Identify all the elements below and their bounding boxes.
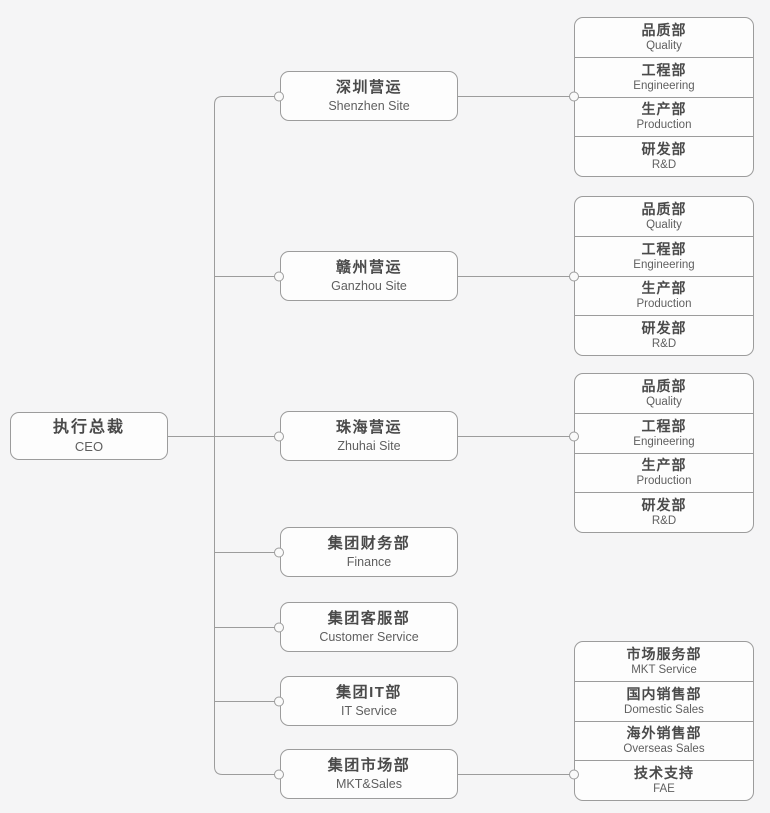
node-title: 珠海营运 <box>335 419 402 436</box>
node-title: 执行总裁 <box>52 419 125 436</box>
dept-title: 生产部 <box>641 101 687 118</box>
dept-title: 工程部 <box>641 240 687 257</box>
node-ceo[interactable]: 执行总裁 CEO <box>10 412 168 460</box>
node-subtitle: Customer Service <box>319 630 419 644</box>
dept-engineering[interactable]: 工程部 Engineering <box>575 412 753 453</box>
dept-title: 工程部 <box>641 417 687 434</box>
node-title: 集团IT部 <box>336 684 402 701</box>
dept-rnd[interactable]: 研发部 R&D <box>575 492 753 532</box>
dept-rnd[interactable]: 研发部 R&D <box>575 315 753 355</box>
dept-title: 研发部 <box>641 141 687 158</box>
node-title: 集团市场部 <box>327 757 411 774</box>
dept-subtitle: Overseas Sales <box>623 743 705 756</box>
dept-title: 生产部 <box>641 280 687 297</box>
node-mkt-sales[interactable]: 集团市场部 MKT&Sales <box>280 749 458 799</box>
dept-title: 研发部 <box>641 320 687 337</box>
dept-title: 技术支持 <box>634 765 694 782</box>
dept-subtitle: R&D <box>651 515 677 528</box>
dept-subtitle: R&D <box>651 338 677 351</box>
dept-subtitle: R&D <box>651 159 677 172</box>
connector-trunk <box>214 96 275 775</box>
node-subtitle: CEO <box>74 439 104 454</box>
node-title: 集团财务部 <box>327 535 411 552</box>
node-shenzhen-site[interactable]: 深圳营运 Shenzhen Site <box>280 71 458 121</box>
dept-subtitle: Engineering <box>633 435 695 448</box>
node-title: 赣州营运 <box>335 259 402 276</box>
node-subtitle: MKT&Sales <box>336 777 402 791</box>
dept-engineering[interactable]: 工程部 Engineering <box>575 56 753 97</box>
group-zhuhai-departments: 品质部 Quality 工程部 Engineering 生产部 Producti… <box>574 373 754 533</box>
node-title: 深圳营运 <box>335 79 402 96</box>
dept-subtitle: Engineering <box>633 79 695 92</box>
dept-subtitle: MKT Service <box>631 663 697 676</box>
dept-subtitle: Quality <box>646 39 682 52</box>
node-title: 集团客服部 <box>327 610 411 627</box>
dept-production[interactable]: 生产部 Production <box>575 275 753 316</box>
node-it-service[interactable]: 集团IT部 IT Service <box>280 676 458 726</box>
dept-title: 国内销售部 <box>626 685 702 702</box>
dept-fae[interactable]: 技术支持 FAE <box>575 760 753 800</box>
dept-overseas-sales[interactable]: 海外销售部 Overseas Sales <box>575 720 753 761</box>
node-customer-service[interactable]: 集团客服部 Customer Service <box>280 602 458 652</box>
dept-quality[interactable]: 品质部 Quality <box>575 18 753 57</box>
dept-production[interactable]: 生产部 Production <box>575 96 753 137</box>
node-subtitle: Ganzhou Site <box>331 279 407 293</box>
dept-title: 品质部 <box>641 377 687 394</box>
dept-production[interactable]: 生产部 Production <box>575 452 753 493</box>
dept-engineering[interactable]: 工程部 Engineering <box>575 235 753 276</box>
dept-subtitle: FAE <box>653 783 675 796</box>
dept-title: 海外销售部 <box>626 725 702 742</box>
node-subtitle: IT Service <box>340 704 398 718</box>
dept-subtitle: Production <box>636 475 692 488</box>
dept-subtitle: Domestic Sales <box>624 703 704 716</box>
dept-title: 研发部 <box>641 497 687 514</box>
dept-rnd[interactable]: 研发部 R&D <box>575 136 753 176</box>
dept-domestic-sales[interactable]: 国内销售部 Domestic Sales <box>575 680 753 721</box>
node-subtitle: Zhuhai Site <box>337 439 401 453</box>
dept-quality[interactable]: 品质部 Quality <box>575 374 753 413</box>
dept-title: 生产部 <box>641 457 687 474</box>
dept-mkt-service[interactable]: 市场服务部 MKT Service <box>575 642 753 681</box>
dept-subtitle: Quality <box>646 395 682 408</box>
dept-title: 品质部 <box>641 21 687 38</box>
dept-title: 工程部 <box>641 61 687 78</box>
dept-title: 市场服务部 <box>626 645 702 662</box>
node-zhuhai-site[interactable]: 珠海营运 Zhuhai Site <box>280 411 458 461</box>
node-subtitle: Finance <box>346 555 392 569</box>
dept-subtitle: Engineering <box>633 258 695 271</box>
node-ganzhou-site[interactable]: 赣州营运 Ganzhou Site <box>280 251 458 301</box>
group-marketing-departments: 市场服务部 MKT Service 国内销售部 Domestic Sales 海… <box>574 641 754 801</box>
dept-quality[interactable]: 品质部 Quality <box>575 197 753 236</box>
dept-subtitle: Production <box>636 298 692 311</box>
dept-title: 品质部 <box>641 200 687 217</box>
group-ganzhou-departments: 品质部 Quality 工程部 Engineering 生产部 Producti… <box>574 196 754 356</box>
dept-subtitle: Production <box>636 119 692 132</box>
node-finance[interactable]: 集团财务部 Finance <box>280 527 458 577</box>
node-subtitle: Shenzhen Site <box>328 99 410 113</box>
dept-subtitle: Quality <box>646 218 682 231</box>
group-shenzhen-departments: 品质部 Quality 工程部 Engineering 生产部 Producti… <box>574 17 754 177</box>
